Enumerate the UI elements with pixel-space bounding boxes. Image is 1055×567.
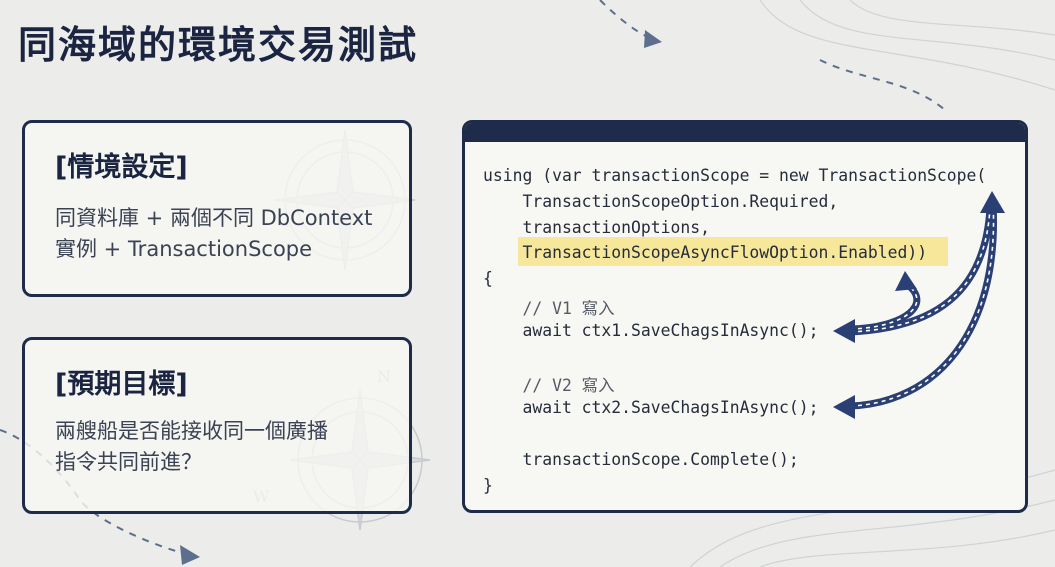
card-body-line: 同資料庫 + 兩個不同 DbContext — [55, 206, 373, 230]
code-line: TransactionScopeOption.Required, — [483, 192, 839, 211]
code-line: using (var transactionScope = new Transa… — [483, 166, 987, 185]
card-body-line: 指令共同前進？ — [55, 450, 202, 474]
code-line: await ctx1.SaveChagsInAsync(); — [483, 321, 819, 340]
code-line: transactionScope.Complete(); — [483, 450, 799, 469]
card-body: 兩艘船是否能接收同一個廣播 指令共同前進？ — [55, 416, 405, 478]
card-body-line: 兩艘船是否能接收同一個廣播 — [55, 419, 328, 443]
code-panel-header — [465, 123, 1025, 142]
code-line: { — [483, 269, 493, 288]
card-heading: [情境設定] — [55, 152, 188, 183]
code-panel: using (var transactionScope = new Transa… — [462, 120, 1028, 513]
page-title: 同海域的環境交易測試 — [18, 23, 419, 67]
arrow-head-icon — [980, 191, 1005, 213]
code-line: } — [483, 476, 493, 495]
code-line: TransactionScopeAsyncFlowOption.Enabled)… — [483, 243, 928, 262]
card-heading: [預期目標] — [55, 369, 188, 400]
arrow-head-icon — [833, 395, 855, 419]
arrow-head-icon — [895, 271, 917, 291]
arrow-head-icon — [833, 319, 855, 343]
code-comment: // V1 寫入 — [483, 299, 615, 318]
code-comment: // V2 寫入 — [483, 376, 615, 395]
code-line: await ctx2.SaveChagsInAsync(); — [483, 398, 819, 417]
card-body-line: 實例 + TransactionScope — [55, 237, 313, 261]
flow-arrow-v1b — [846, 204, 994, 336]
flow-arrows — [833, 191, 1005, 419]
flow-arrow-v2 — [846, 199, 998, 410]
scenario-setup-card: [情境設定] 同資料庫 + 兩個不同 DbContext 實例 + Transa… — [22, 120, 412, 297]
code-line: transactionOptions, — [483, 218, 710, 237]
expected-goal-card: [預期目標] 兩艘船是否能接收同一個廣播 指令共同前進？ — [22, 337, 412, 514]
code-highlight — [518, 237, 948, 266]
card-body: 同資料庫 + 兩個不同 DbContext 實例 + TransactionSc… — [55, 203, 405, 265]
